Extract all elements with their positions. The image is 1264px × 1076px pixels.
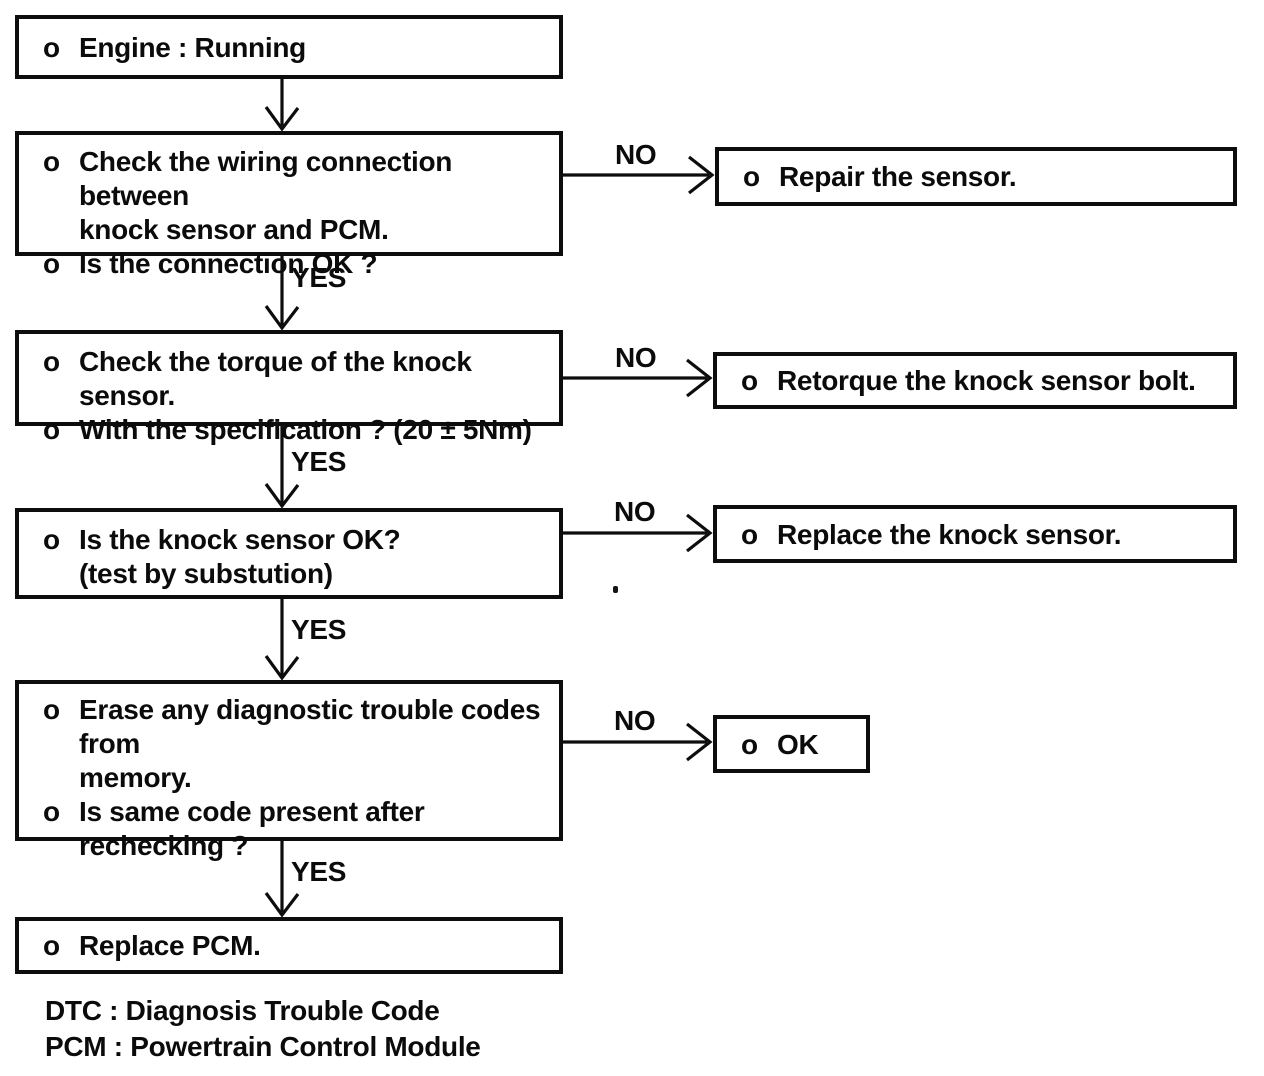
result-box-repair-sensor: o Repair the sensor. [715, 147, 1237, 206]
arrow-down-yes-sensor-ok-to-erase [264, 599, 300, 681]
step-text: With the specification ? (20 ± 5Nm) [79, 414, 532, 445]
step-box-replace-pcm: o Replace PCM. [15, 917, 563, 974]
bullet [43, 213, 79, 247]
result-line: o Retorque the knock sensor bolt. [717, 364, 1233, 398]
step-line: o With the specification ? (20 ± 5Nm) [19, 413, 559, 447]
bullet: o [743, 161, 760, 192]
result-text: Retorque the knock sensor bolt. [777, 365, 1196, 396]
step-box-erase-codes: o Erase any diagnostic trouble codes fro… [15, 680, 563, 861]
result-line: o Repair the sensor. [719, 160, 1233, 194]
step-line: o Erase any diagnostic trouble codes fro… [19, 693, 559, 761]
footnotes: DTC : Diagnosis Trouble Code PCM : Power… [45, 993, 481, 1065]
footnote-dtc: DTC : Diagnosis Trouble Code [45, 995, 440, 1026]
arrow-right-no-torque-to-retorque [559, 358, 713, 398]
result-box-ok: o OK [713, 715, 870, 773]
bullet: o [43, 414, 60, 445]
scan-speck [613, 586, 618, 593]
result-text: Repair the sensor. [779, 161, 1017, 192]
step-line: o Check the wiring connection between [19, 145, 559, 213]
step-text: Is the connection OK ? [79, 248, 378, 279]
step-box-check-wiring: o Check the wiring connection between kn… [15, 131, 563, 279]
step-text: (test by substution) [79, 558, 333, 589]
result-text: Replace the knock sensor. [777, 519, 1122, 550]
step-line: o Is same code present after rechecking … [19, 795, 559, 863]
bullet [43, 761, 79, 795]
step-text: Is the knock sensor OK? [79, 524, 401, 555]
no-label-3: NO [614, 496, 656, 527]
yes-label-4: YES [291, 856, 347, 887]
bullet: o [741, 519, 758, 550]
step-box-knock-sensor-ok: o Is the knock sensor OK? (test by subst… [15, 508, 563, 599]
step-text: Check the wiring connection between [79, 146, 453, 211]
yes-label-3: YES [291, 614, 347, 645]
arrow-down-engine-to-wiring [264, 79, 300, 132]
step-text: Engine : Running [79, 32, 306, 63]
step-line: o Is the connection OK ? [19, 247, 559, 281]
step-text: Is same code present after rechecking ? [79, 796, 425, 861]
result-box-replace-sensor: o Replace the knock sensor. [713, 505, 1237, 563]
step-text: Check the torque of the knock sensor. [79, 346, 472, 411]
step-line: o Replace PCM. [19, 929, 559, 963]
bullet [43, 557, 79, 591]
bullet: o [43, 694, 60, 725]
no-label-4: NO [614, 705, 656, 736]
step-line: o Check the torque of the knock sensor. [19, 345, 559, 413]
arrow-down-yes-torque-to-sensor-ok [264, 426, 300, 509]
arrow-down-yes-erase-to-replace-pcm [264, 841, 300, 918]
step-box-check-torque: o Check the torque of the knock sensor. … [15, 330, 563, 445]
arrow-right-no-wiring-to-repair [563, 155, 715, 195]
step-line: knock sensor and PCM. [19, 213, 559, 247]
footnote-pcm: PCM : Powertrain Control Module [45, 1031, 481, 1062]
step-box-engine-running: o Engine : Running [15, 15, 563, 79]
step-text: Erase any diagnostic trouble codes from [79, 694, 541, 759]
yes-label-2: YES [291, 446, 347, 477]
no-label-1: NO [615, 139, 657, 170]
arrow-right-no-erase-to-ok [563, 722, 713, 762]
result-box-retorque-bolt: o Retorque the knock sensor bolt. [713, 352, 1237, 409]
result-text: OK [777, 729, 819, 760]
no-label-2: NO [615, 342, 657, 373]
yes-label-1: YES [291, 262, 347, 293]
bullet: o [43, 524, 60, 555]
bullet: o [43, 146, 60, 177]
bullet: o [741, 365, 758, 396]
bullet: o [43, 248, 60, 279]
step-line: o Is the knock sensor OK? [19, 523, 559, 557]
arrow-right-no-sensor-ok-to-replace-sensor [563, 513, 713, 553]
step-text: knock sensor and PCM. [79, 214, 389, 245]
step-text: Replace PCM. [79, 930, 261, 961]
bullet: o [43, 796, 60, 827]
bullet: o [43, 346, 60, 377]
result-line: o OK [717, 728, 866, 762]
result-line: o Replace the knock sensor. [717, 518, 1233, 552]
bullet: o [43, 930, 60, 961]
step-line: memory. [19, 761, 559, 795]
step-line: (test by substution) [19, 557, 559, 591]
arrow-down-yes-wiring-to-torque [264, 256, 300, 331]
bullet: o [741, 729, 758, 760]
step-text: memory. [79, 762, 192, 793]
bullet: o [43, 32, 60, 63]
step-line: o Engine : Running [19, 31, 559, 65]
